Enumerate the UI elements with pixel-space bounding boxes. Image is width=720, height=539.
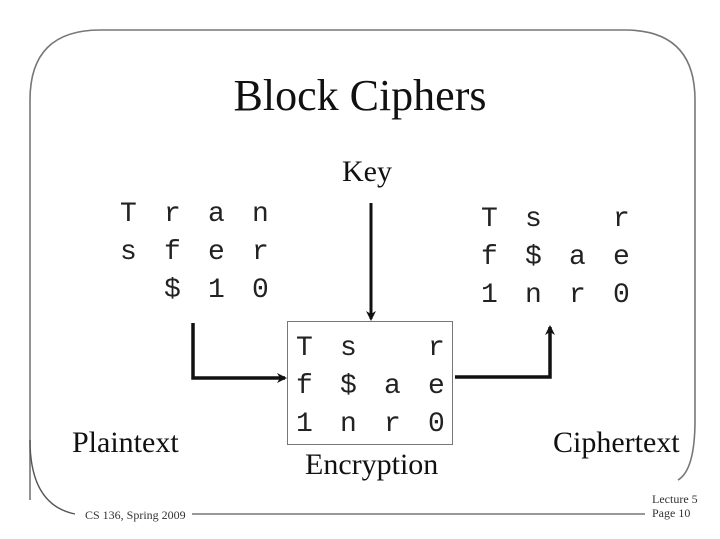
grid-cell: s — [525, 204, 542, 235]
grid-cell — [569, 201, 613, 239]
grid-cell: 1 — [208, 275, 225, 306]
grid-cell: r — [428, 333, 445, 364]
grid-cell: n — [340, 409, 357, 440]
grid-cell — [384, 330, 428, 368]
grid-cell: 0 — [613, 280, 630, 311]
grid-cell: T — [481, 204, 498, 235]
grid-cell: f — [164, 237, 181, 268]
encryption-box — [287, 321, 453, 445]
grid-cell: r — [569, 280, 586, 311]
encryption-grid: T s r f $ a e 1 n r 0 — [296, 330, 472, 444]
grid-cell: n — [525, 280, 542, 311]
grid-cell: 0 — [252, 275, 269, 306]
grid-cell: f — [481, 242, 498, 273]
grid-cell: $ — [340, 371, 357, 402]
grid-cell: f — [296, 371, 313, 402]
footer-page: Page 10 — [652, 506, 691, 520]
key-label: Key — [342, 155, 392, 188]
grid-cell: e — [428, 371, 445, 402]
grid-cell: 1 — [296, 409, 313, 440]
grid-cell: s — [340, 333, 357, 364]
plaintext-arrow — [191, 323, 287, 383]
grid-cell: a — [208, 199, 225, 230]
ciphertext-label: Ciphertext — [553, 426, 680, 459]
grid-cell: a — [384, 371, 401, 402]
grid-cell: n — [252, 199, 269, 230]
slide-border — [29, 29, 696, 500]
grid-cell: e — [613, 242, 630, 273]
plaintext-grid: T r a n s f e r $ 1 0 — [120, 196, 296, 310]
grid-cell: T — [120, 199, 137, 230]
grid-cell: $ — [525, 242, 542, 273]
grid-cell: r — [384, 409, 401, 440]
slide-title: Block Ciphers — [233, 71, 487, 120]
grid-cell: 0 — [428, 409, 445, 440]
grid-cell: r — [164, 199, 181, 230]
footer-lecture: Lecture 5 — [652, 492, 698, 506]
grid-cell: a — [569, 242, 586, 273]
grid-cell — [120, 272, 164, 310]
encryption-label: Encryption — [305, 448, 439, 481]
grid-cell: s — [120, 237, 137, 268]
grid-cell: 1 — [481, 280, 498, 311]
footer-course: CS 136, Spring 2009 — [82, 508, 189, 523]
grid-cell: r — [613, 204, 630, 235]
slide-border-bottom-left — [29, 439, 76, 515]
grid-cell: $ — [164, 275, 181, 306]
grid-cell: r — [252, 237, 269, 268]
plaintext-label: Plaintext — [72, 426, 179, 459]
grid-cell: T — [296, 333, 313, 364]
ciphertext-arrow — [455, 325, 555, 379]
grid-cell: e — [208, 237, 225, 268]
ciphertext-grid: T s r f $ a e 1 n r 0 — [481, 201, 657, 315]
